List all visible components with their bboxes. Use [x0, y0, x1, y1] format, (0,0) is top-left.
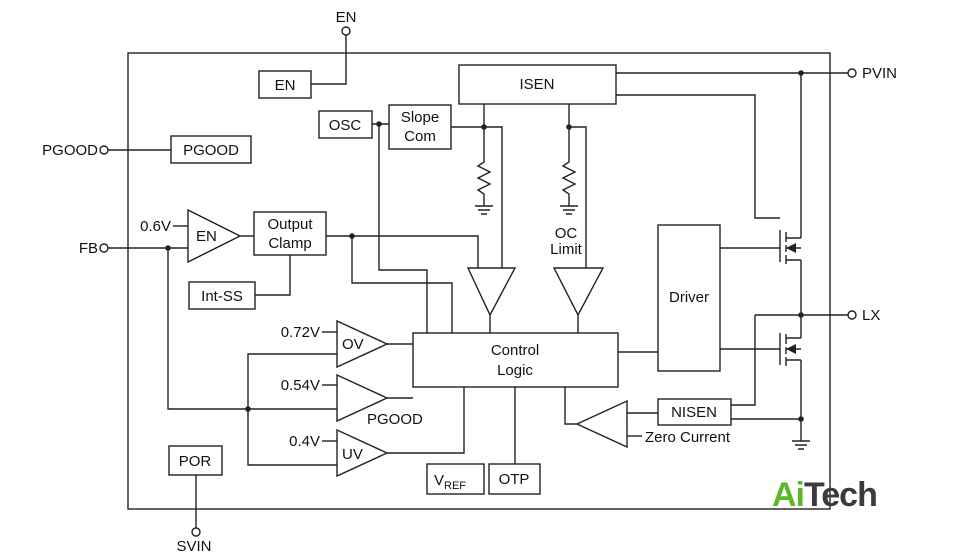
- otp-label: OTP: [499, 471, 530, 488]
- lx-pin-label: LX: [862, 307, 880, 324]
- nisen-block: [657, 398, 732, 426]
- pgood-pin-label: PGOOD: [42, 142, 98, 159]
- nisen-label: NISEN: [671, 404, 717, 421]
- pgood-block-label: PGOOD: [183, 142, 239, 159]
- en-amplifier-label: EN: [196, 228, 217, 245]
- otp-block: [488, 463, 541, 495]
- ref-0-72v-label: 0.72V: [281, 324, 320, 341]
- pgood-comparator: [336, 373, 389, 423]
- brand-logo-part2: Tech: [804, 476, 878, 514]
- brand-logo: AiTech: [772, 476, 878, 515]
- fb-pin: [99, 243, 109, 253]
- oc-limit-comparator: [552, 267, 605, 317]
- vref-block: [426, 463, 485, 495]
- isen-resistor-left: [476, 158, 492, 196]
- ground-symbol-output: [792, 440, 810, 450]
- slope-com-block: [388, 104, 452, 150]
- pvin-pin: [847, 68, 857, 78]
- uv-comparator-label: UV: [342, 446, 363, 463]
- ov-comparator-label: OV: [342, 336, 364, 353]
- wires: [108, 35, 848, 528]
- oc-limit-label-line2: Limit: [550, 241, 583, 258]
- isen-block-label: ISEN: [519, 76, 554, 93]
- vref-label-main: V: [434, 472, 444, 489]
- svin-pin: [191, 527, 201, 537]
- ref-0-4v-label: 0.4V: [289, 433, 320, 450]
- por-label: POR: [179, 453, 212, 470]
- en-block: [258, 70, 312, 99]
- slope-com-label-line2: Com: [404, 128, 436, 145]
- uv-comparator: [336, 428, 389, 478]
- vref-label: VREF: [434, 472, 466, 492]
- driver-block: [657, 224, 721, 372]
- ref-0-54v-label: 0.54V: [281, 377, 320, 394]
- driver-label: Driver: [669, 289, 709, 306]
- lx-pin: [847, 310, 857, 320]
- pvin-pin-label: PVIN: [862, 65, 897, 82]
- vref-label-sub: REF: [444, 480, 466, 492]
- brand-logo-part1: Ai: [772, 476, 805, 514]
- fb-pin-label: FB: [79, 240, 98, 257]
- en-block-label: EN: [275, 77, 296, 94]
- zero-current-comparator: [575, 399, 628, 449]
- output-clamp-label-line2: Clamp: [268, 235, 311, 252]
- control-logic-label-line2: Logic: [497, 362, 533, 379]
- ov-comparator: [336, 319, 389, 369]
- current-sense-comparator: [466, 267, 517, 317]
- ref-0-6v-label: 0.6V: [140, 218, 171, 235]
- junction-dots: [165, 70, 804, 422]
- pgood-comparator-label: PGOOD: [367, 411, 423, 428]
- en-amplifier: [187, 208, 242, 264]
- control-logic-label-line1: Control: [491, 342, 539, 359]
- isen-block: [458, 64, 617, 105]
- int-ss-label: Int-SS: [201, 288, 243, 305]
- zero-current-label: Zero Current: [645, 429, 731, 446]
- low-side-mosfet: [779, 333, 801, 366]
- slope-com-label-line1: Slope: [401, 109, 439, 126]
- ground-symbol-right: [560, 205, 578, 215]
- output-clamp-label-line1: Output: [267, 216, 313, 233]
- oc-limit-label-line1: OC: [555, 225, 578, 242]
- osc-block-label: OSC: [329, 117, 362, 134]
- en-pin: [341, 26, 351, 36]
- pgood-pin: [99, 145, 109, 155]
- int-ss-block: [188, 281, 256, 310]
- pgood-block: [170, 135, 252, 164]
- high-side-mosfet: [779, 230, 801, 264]
- isen-resistor-right: [561, 158, 577, 196]
- svin-pin-label: SVIN: [176, 538, 211, 555]
- ground-symbol-left: [475, 205, 493, 215]
- por-block: [168, 445, 223, 476]
- en-pin-label: EN: [336, 9, 357, 26]
- control-logic-block: [412, 332, 619, 388]
- osc-block: [318, 110, 373, 139]
- output-clamp-block: [253, 211, 327, 256]
